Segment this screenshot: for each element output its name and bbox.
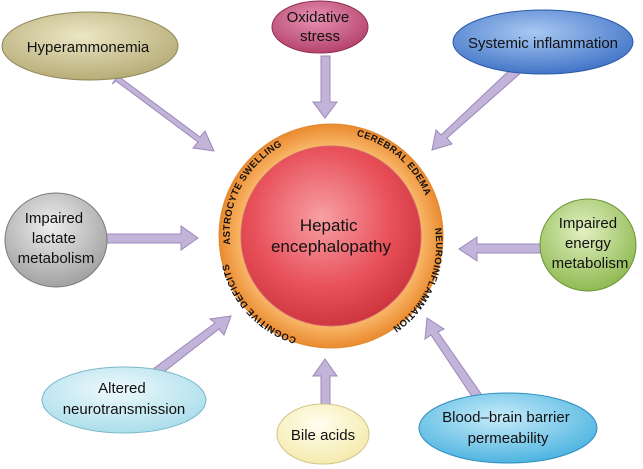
neurotransmission-line-2: neurotransmission bbox=[63, 401, 186, 418]
svg-text:Impaired lactate m: Impaired lactate metabolism bbox=[18, 210, 95, 267]
svg-text:Oxidative stress: Oxidative stress bbox=[287, 9, 354, 45]
hyperammonemia-label: Hyperammonemia bbox=[27, 39, 150, 56]
node-bbb-permeability: Blood–brain barrier permeability bbox=[418, 392, 598, 464]
svg-text:Hyperammonemia: Hyperammonemia bbox=[27, 39, 150, 56]
energy-line-3: metabolism bbox=[552, 255, 629, 272]
lactate-line-3: metabolism bbox=[18, 250, 95, 267]
arrow-lactate-metabolism bbox=[103, 225, 199, 251]
node-bile-acids: Bile acids bbox=[276, 403, 370, 465]
node-neurotransmission: Altered neurotransmission bbox=[41, 366, 207, 434]
arrow-oxidative-stress bbox=[312, 55, 338, 119]
arrow-bile-acids bbox=[312, 358, 338, 405]
bbb-line-1: Blood–brain barrier bbox=[442, 409, 570, 426]
center-line-2: encephalopathy bbox=[271, 237, 392, 256]
arrow-energy-metabolism bbox=[458, 236, 546, 262]
node-hyperammonemia: Hyperammonemia bbox=[1, 11, 179, 81]
node-systemic-inflammation: Systemic inflammation bbox=[452, 9, 634, 75]
center-title: Hepatic encephalopathy bbox=[271, 216, 392, 256]
svg-text:Blood–brain barrier perm: Blood–brain barrier permeability bbox=[442, 409, 574, 447]
svg-text:Altered neurotransmissio: Altered neurotransmission bbox=[63, 380, 186, 418]
neurotransmission-line-1: Altered bbox=[98, 380, 146, 397]
svg-text:Bile acids: Bile acids bbox=[291, 427, 355, 444]
bile-label: Bile acids bbox=[291, 427, 355, 444]
center-line-1: Hepatic bbox=[300, 216, 358, 235]
node-energy-metabolism: Impaired energy metabolism bbox=[539, 198, 637, 292]
node-oxidative-stress: Oxidative stress bbox=[271, 0, 369, 54]
lactate-line-1: Impaired bbox=[25, 210, 83, 227]
arrow-systemic-inflammation bbox=[431, 63, 524, 151]
energy-line-2: energy bbox=[565, 235, 611, 252]
energy-line-1: Impaired bbox=[559, 215, 617, 232]
node-lactate-metabolism: Impaired lactate metabolism bbox=[4, 192, 108, 288]
oxidative-line-1: Oxidative bbox=[287, 9, 350, 26]
lactate-line-2: lactate bbox=[32, 230, 76, 247]
svg-text:Impaired energy me: Impaired energy metabolism bbox=[552, 215, 629, 272]
svg-text:Systemic inflammation: Systemic inflammation bbox=[468, 35, 618, 52]
center-node: Hepatic encephalopathy ASTROCYTE SWELLIN… bbox=[218, 123, 444, 349]
bbb-line-2: permeability bbox=[468, 430, 549, 447]
oxidative-line-2: stress bbox=[300, 28, 340, 45]
arrow-bbb-permeability bbox=[424, 317, 485, 405]
arrow-hyperammonemia bbox=[111, 75, 215, 152]
systemic-label: Systemic inflammation bbox=[468, 35, 618, 52]
